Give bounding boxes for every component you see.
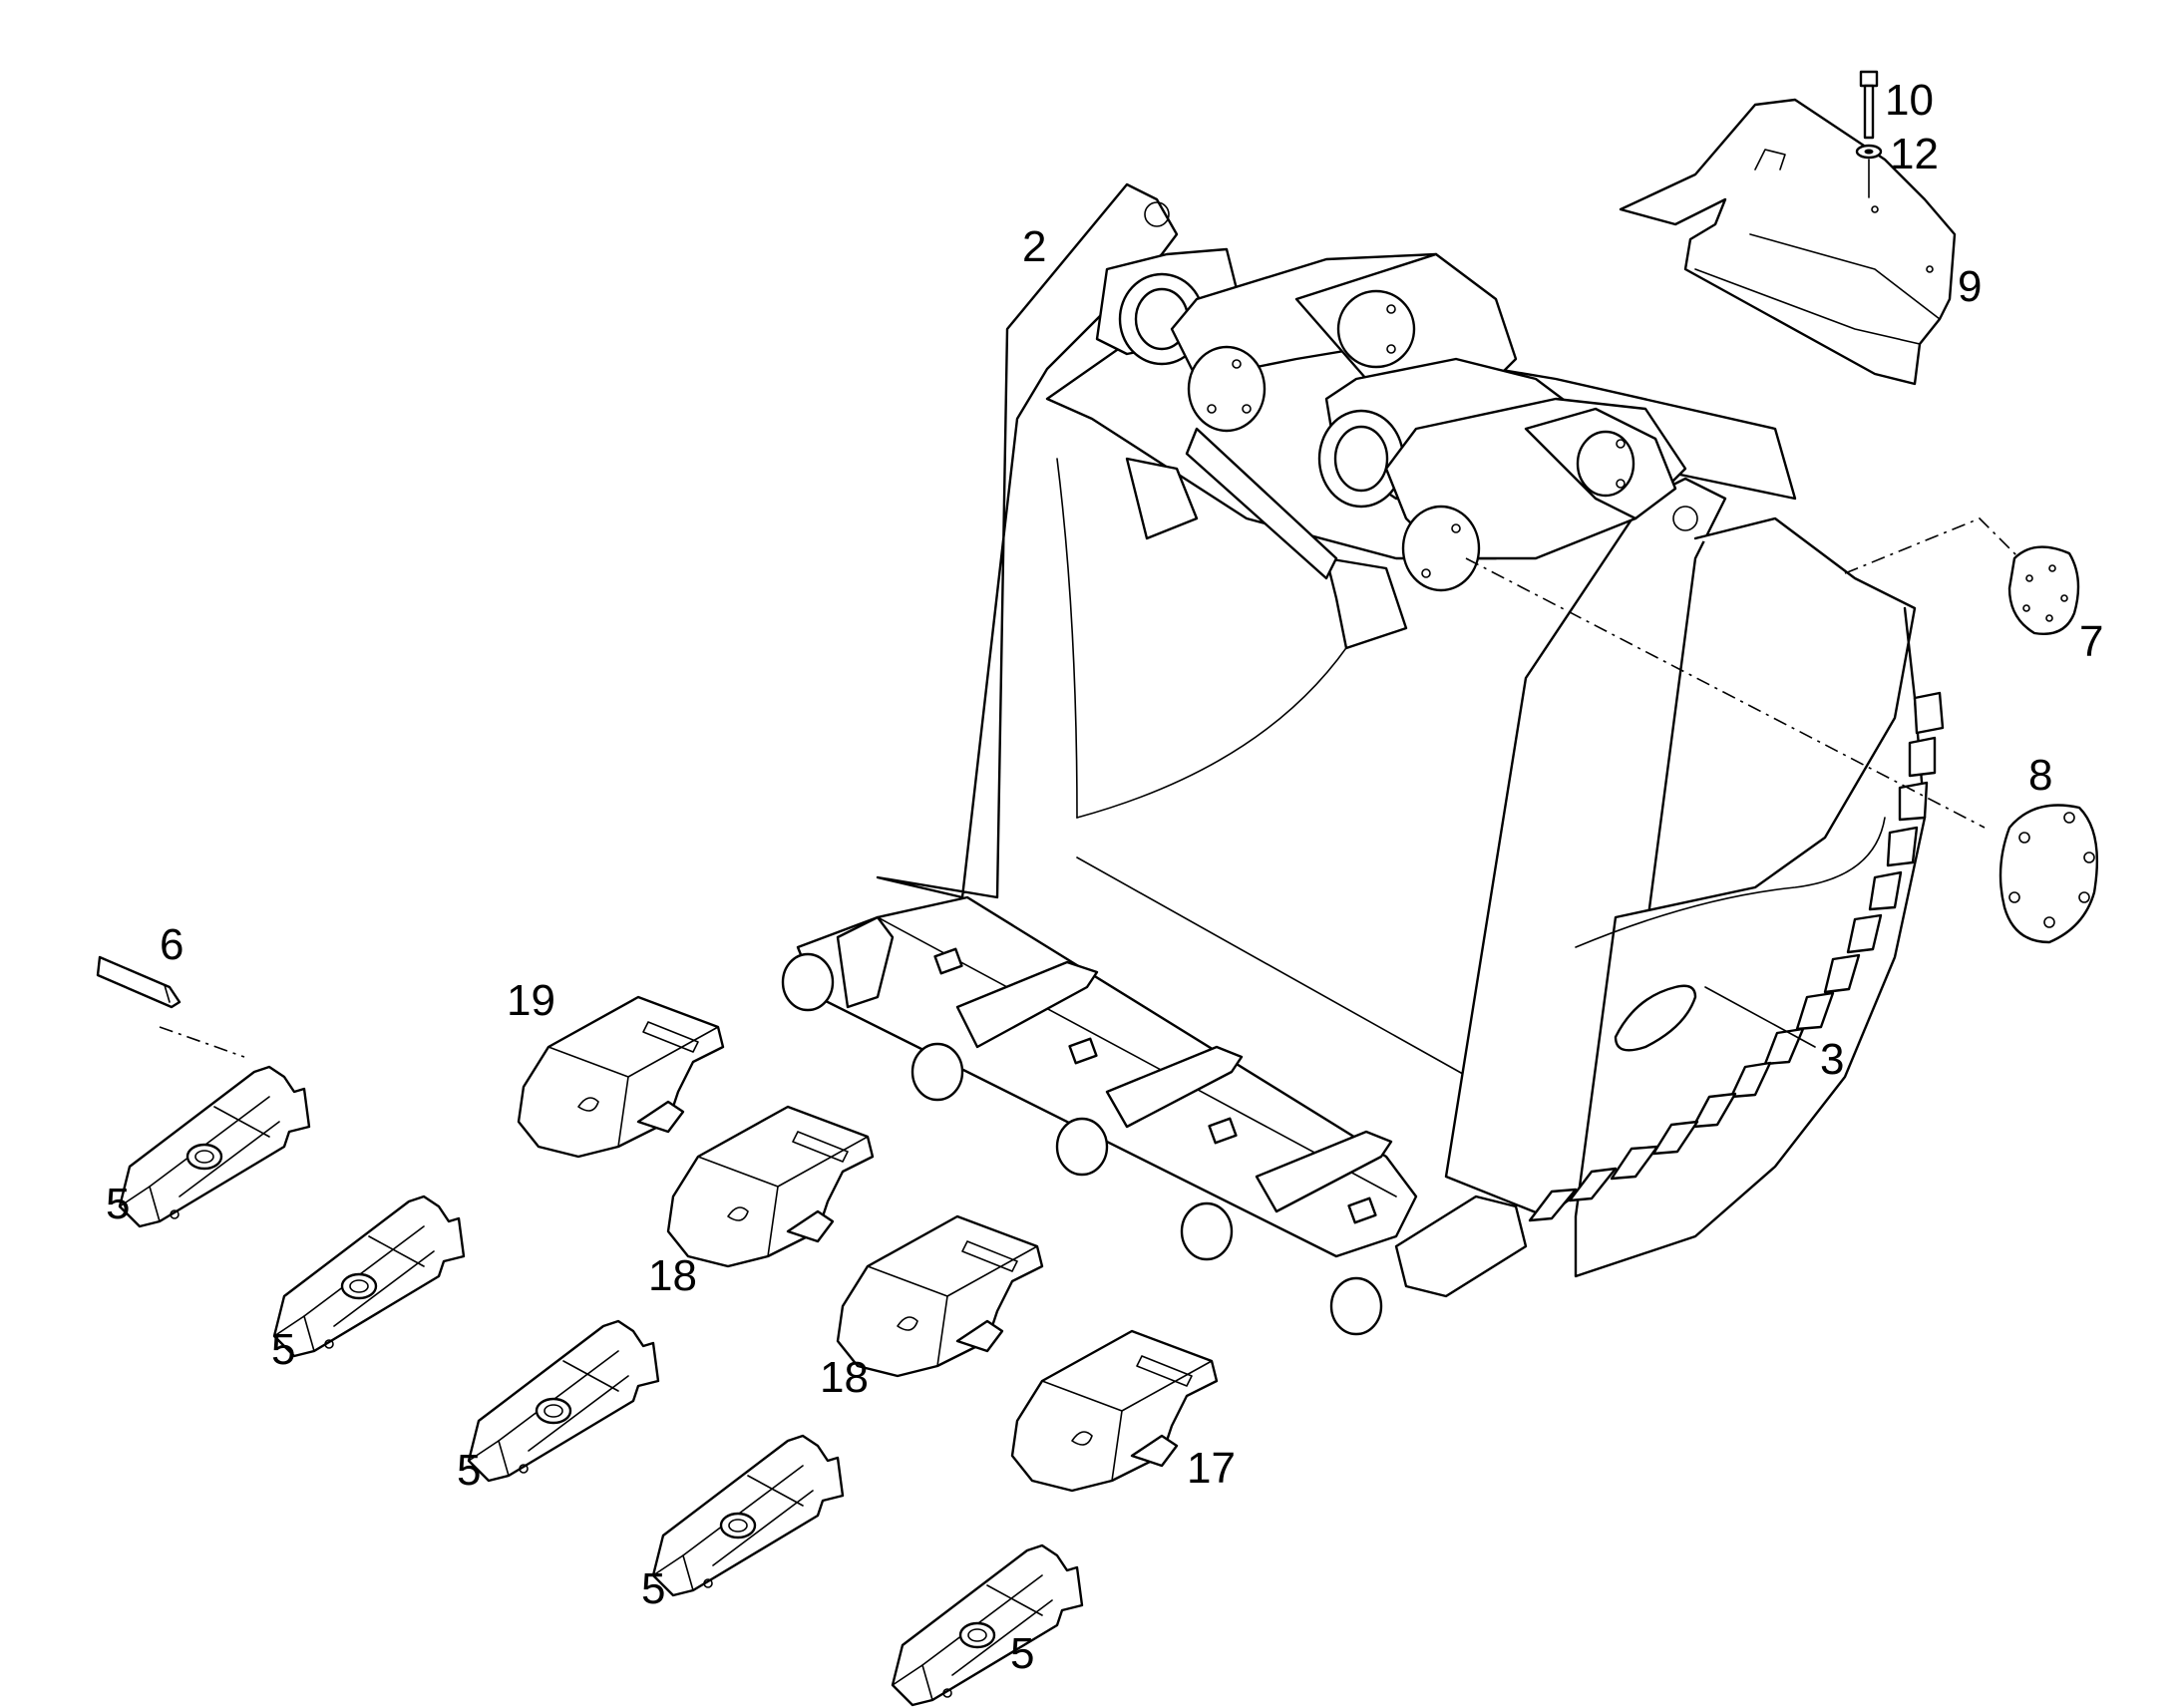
callout-2: 2	[1022, 222, 1046, 271]
cover-plate-7	[2007, 545, 2080, 635]
tooth-5c	[467, 1319, 660, 1483]
tooth-5b	[272, 1195, 466, 1358]
callout-7: 7	[2079, 617, 2103, 666]
hinge-brackets	[1095, 247, 1687, 650]
tooth-5d	[651, 1434, 845, 1597]
callout-17: 17	[1187, 1444, 1236, 1493]
assembly-axis-lines	[159, 517, 2020, 1058]
callout-5c: 5	[457, 1446, 481, 1495]
callout-5d: 5	[641, 1564, 665, 1613]
wear-segments	[1528, 691, 1945, 1222]
callout-12: 12	[1890, 130, 1939, 178]
bucket-assembly	[781, 182, 1945, 1336]
guard-plate-assembly	[1619, 70, 1957, 386]
callout-labels: 2 3 5 5 5 5 5 6 7 8 9 10 12 17 18 18 19	[106, 76, 2103, 1678]
callout-10: 10	[1885, 76, 1934, 125]
callout-19: 19	[507, 976, 555, 1025]
cover-plate-8	[1998, 804, 2099, 944]
protector-18a	[666, 1105, 875, 1268]
callout-5b: 5	[271, 1325, 295, 1374]
tooth-5e	[891, 1543, 1084, 1707]
leader-3	[1704, 986, 1816, 1048]
protector-18b	[836, 1214, 1044, 1378]
callout-5e: 5	[1010, 1629, 1034, 1678]
callout-18b: 18	[820, 1353, 869, 1402]
callout-5a: 5	[106, 1180, 130, 1228]
pin-6	[96, 955, 182, 1009]
callout-3: 3	[1820, 1035, 1844, 1084]
callout-8: 8	[2028, 751, 2052, 800]
callout-9: 9	[1958, 262, 1982, 311]
tooth-5a	[118, 1065, 311, 1228]
callout-6: 6	[160, 920, 183, 969]
callout-18a: 18	[648, 1251, 697, 1300]
